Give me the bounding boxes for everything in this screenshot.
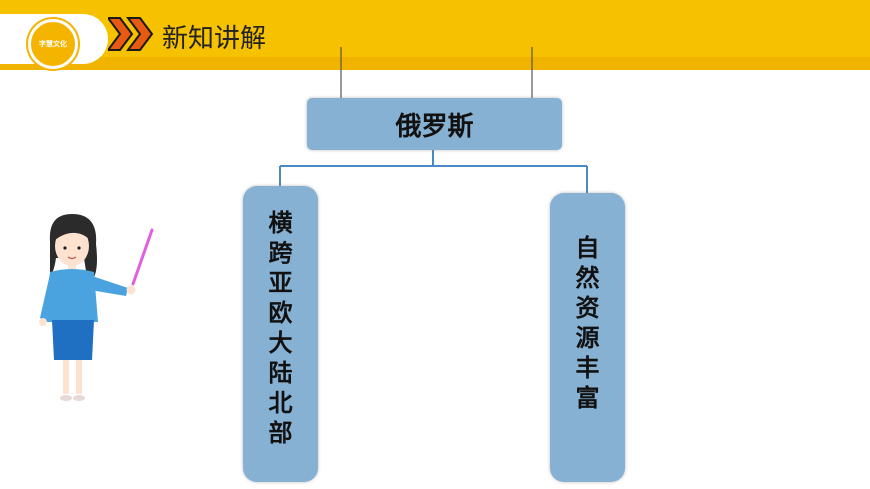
logo-icon: 字慧文化 — [28, 19, 78, 69]
left-branch-node: 横跨亚欧大陆北部 — [243, 186, 318, 482]
root-label: 俄罗斯 — [395, 111, 474, 142]
root-node: 俄罗斯 — [307, 98, 562, 150]
right-branch-label: 自然资源丰富 — [575, 234, 600, 412]
double-chevron-icon — [108, 17, 154, 51]
right-branch-node: 自然资源丰富 — [550, 193, 625, 482]
section-title: 新知讲解 — [162, 24, 267, 54]
left-branch-label: 横跨亚欧大陆北部 — [268, 209, 293, 447]
header-stripe — [0, 57, 870, 70]
logo-text: 字慧文化 — [39, 40, 67, 48]
